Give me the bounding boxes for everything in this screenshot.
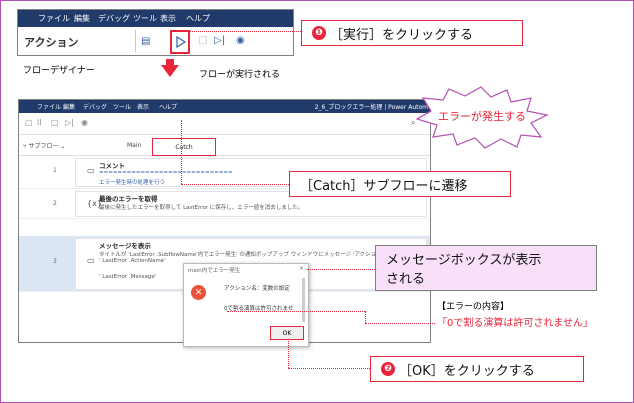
app-menu-tools[interactable]: ツール bbox=[113, 104, 132, 111]
comment-icon: ▭ bbox=[87, 166, 95, 175]
error-details-title: 【エラーの内容】 bbox=[437, 302, 510, 312]
dialog-line-message: 0で割る演算は許可されませ bbox=[224, 306, 294, 312]
callout-msgbox-line1: メッセージボックスが表示 bbox=[386, 253, 542, 268]
action-desc: タイトルが 'LastError .SubflowName'内でエラー発生' の… bbox=[99, 252, 395, 258]
app-menu-file[interactable]: ファイル bbox=[37, 104, 62, 111]
error-leader bbox=[365, 311, 366, 323]
subflow-label: サブフロー bbox=[28, 143, 59, 150]
message-icon: ▭ bbox=[87, 256, 95, 265]
record-icon[interactable]: ◉ bbox=[81, 118, 88, 127]
callout-catch-text: ［Catch］サブフローに遷移 bbox=[300, 178, 468, 194]
row-number: 1 bbox=[53, 167, 57, 174]
undo-icon[interactable]: ▢ bbox=[25, 118, 33, 127]
step-icon[interactable]: ▷| bbox=[214, 35, 226, 46]
app-menu-view[interactable]: 表示 bbox=[137, 104, 150, 111]
callout-leader-catch bbox=[181, 184, 289, 185]
record-icon[interactable]: ◉ bbox=[236, 35, 245, 46]
callout-leader-run bbox=[173, 31, 301, 32]
menu-file[interactable]: ファイル bbox=[38, 14, 70, 23]
error-burst-shape bbox=[415, 86, 549, 149]
action-desc-2: ' LastError .ActionName' bbox=[99, 258, 166, 264]
dialog-line-action: アクション名：変数の設定 bbox=[224, 286, 290, 292]
callout-leader-catch bbox=[181, 120, 182, 184]
step-1-badge: ❶ bbox=[312, 26, 326, 40]
designer-toolbar-screenshot: ファイル 編集 デバッグ ツール 表示 ヘルプ アクション ▤ □ ▷| ◉ bbox=[17, 9, 294, 56]
play-icon bbox=[176, 35, 187, 49]
action-title: コメント bbox=[99, 162, 125, 170]
divider bbox=[135, 30, 136, 52]
menu-debug[interactable]: デバッグ bbox=[98, 14, 130, 23]
callout-ok: ❷ ［OK］をクリックする bbox=[370, 356, 584, 382]
error-leader bbox=[365, 323, 435, 324]
down-arrow-icon bbox=[161, 65, 179, 77]
variable-icon: {x} bbox=[87, 199, 102, 208]
designer-menubar: ファイル 編集 デバッグ ツール 表示 ヘルプ bbox=[18, 10, 293, 27]
callout-msgbox-line2: される bbox=[386, 272, 426, 287]
subflow-icon: ⑂ bbox=[23, 143, 29, 150]
row-number: 2 bbox=[53, 200, 57, 207]
ok-button[interactable]: OK bbox=[270, 326, 304, 340]
callout-ok-text: ［OK］をクリックする bbox=[399, 363, 535, 379]
action-desc-2: エラー発生時の処理を行う bbox=[99, 180, 166, 186]
error-icon: ✕ bbox=[191, 285, 206, 300]
designer-caption: フローデザイナー bbox=[23, 66, 95, 76]
app-menubar: ファイル 編集 デバッグ ツール 表示 ヘルプ 2_6_ブロックエラー処理 | … bbox=[19, 100, 430, 113]
tab-catch[interactable]: Catch bbox=[152, 138, 216, 156]
stop-icon[interactable]: □ bbox=[198, 35, 208, 46]
action-desc: 最後に発生したエラーを取得して LastError に保存し、エラー値を消去しま… bbox=[99, 205, 304, 211]
app-menu-debug[interactable]: デバッグ bbox=[83, 104, 108, 111]
close-icon[interactable]: × bbox=[298, 265, 304, 272]
error-burst-text: エラーが発生する bbox=[438, 110, 526, 123]
window-title: 2_6_ブロックエラー処理 | Power Autom bbox=[314, 104, 428, 111]
subflow-dropdown[interactable]: ⑂ サブフロー ⌄ bbox=[23, 141, 65, 150]
callout-run: ❶ ［実行］をクリックする bbox=[301, 20, 523, 46]
action-desc: ============================= bbox=[99, 170, 233, 176]
stop-icon[interactable]: □ bbox=[51, 118, 59, 127]
dialog-scrollbar[interactable] bbox=[302, 278, 305, 322]
down-arrow-stem bbox=[166, 59, 174, 66]
tab-main[interactable]: Main bbox=[127, 142, 142, 149]
menu-view[interactable]: 表示 bbox=[160, 14, 176, 23]
callout-leader-msgbox bbox=[307, 269, 375, 270]
menu-help[interactable]: ヘルプ bbox=[186, 14, 210, 23]
error-details-text: 「0で割る演算は許可されません」 bbox=[437, 318, 594, 329]
dialog-title: main内でエラー発生 bbox=[188, 268, 241, 274]
callout-catch: ［Catch］サブフローに遷移 bbox=[289, 171, 511, 197]
callout-leader-ok bbox=[288, 368, 370, 369]
menu-edit[interactable]: 編集 bbox=[74, 14, 90, 23]
flow-run-label: フローが実行される bbox=[199, 70, 281, 80]
action-desc-3: ' LastError .Message' bbox=[99, 274, 157, 280]
run-button[interactable] bbox=[170, 30, 190, 54]
callout-msgbox: メッセージボックスが表示 される bbox=[375, 245, 597, 291]
app-toolbar: ▢ ll □ ▷| ◉ ⌕ bbox=[19, 113, 430, 135]
pause-icon[interactable]: ll bbox=[37, 118, 42, 127]
row-number: 3 bbox=[53, 258, 57, 265]
subflow-tabs: ⑂ サブフロー ⌄ Main Catch bbox=[19, 136, 430, 156]
search-icon[interactable]: ⌕ bbox=[411, 118, 416, 127]
app-menu-edit[interactable]: 編集 bbox=[63, 104, 76, 111]
action-title: メッセージを表示 bbox=[99, 242, 151, 250]
app-menu-help[interactable]: ヘルプ bbox=[159, 104, 178, 111]
message-dialog: main内でエラー発生 × ✕ アクション名：変数の設定 0で割る演算は許可され… bbox=[183, 263, 309, 347]
actions-pane-title: アクション bbox=[24, 36, 79, 49]
chevron-down-icon: ⌄ bbox=[60, 143, 66, 150]
step-icon[interactable]: ▷| bbox=[65, 118, 74, 127]
action-title: 最後のエラーを取得 bbox=[99, 195, 158, 203]
save-icon[interactable]: ▤ bbox=[141, 36, 151, 47]
error-leader bbox=[227, 311, 365, 312]
step-2-badge: ❷ bbox=[381, 362, 395, 376]
callout-leader-ok bbox=[288, 341, 289, 368]
callout-run-text: ［実行］をクリックする bbox=[330, 27, 474, 43]
menu-tools[interactable]: ツール bbox=[133, 14, 157, 23]
